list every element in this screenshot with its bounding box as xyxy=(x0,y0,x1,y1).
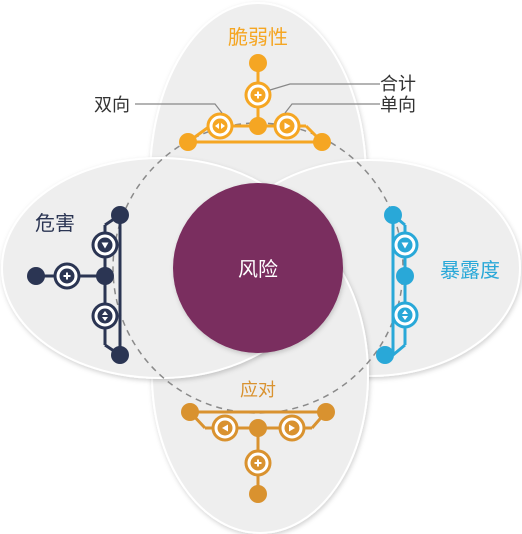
hazard-label: 危害 xyxy=(35,211,75,235)
down-arrow-icon xyxy=(91,231,119,259)
exposure-label: 暴露度 xyxy=(440,258,500,282)
legend-bidirectional-label: 双向 xyxy=(94,95,130,116)
legend-unidirectional-label: 单向 xyxy=(380,95,416,116)
up-down-arrow-icon xyxy=(91,302,119,330)
node-bottom-center xyxy=(249,419,267,437)
risk-label: 风险 xyxy=(238,257,278,281)
node-bottom-left xyxy=(181,403,199,421)
legend-sum-label: 合计 xyxy=(380,74,416,95)
right-arrow-icon xyxy=(273,112,301,140)
bidirectional-arrow-icon xyxy=(206,112,234,140)
left-arrow-icon xyxy=(211,414,239,442)
legend-pointer-lines xyxy=(135,83,380,114)
response-label: 应对 xyxy=(240,380,276,401)
node-top-1 xyxy=(249,54,267,72)
node-top-right xyxy=(313,133,331,151)
down-arrow-icon xyxy=(391,231,419,259)
node-left-top xyxy=(111,206,129,224)
node-bottom-right xyxy=(317,403,335,421)
right-arrow-icon xyxy=(278,414,306,442)
risk-circle xyxy=(173,183,343,353)
vulnerability-label: 脆弱性 xyxy=(228,25,288,49)
node-left-end xyxy=(27,267,45,285)
node-right-center xyxy=(396,267,414,285)
node-left-bottom xyxy=(111,346,129,364)
node-bottom-end xyxy=(249,485,267,503)
node-top-left xyxy=(179,133,197,151)
node-right-bottom xyxy=(376,346,394,364)
node-top-center xyxy=(249,117,267,135)
plus-icon xyxy=(244,449,272,477)
up-down-arrow-icon xyxy=(391,301,419,329)
plus-icon xyxy=(244,81,272,109)
node-left-center xyxy=(96,267,114,285)
node-right-top xyxy=(384,206,402,224)
plus-icon xyxy=(53,262,81,290)
